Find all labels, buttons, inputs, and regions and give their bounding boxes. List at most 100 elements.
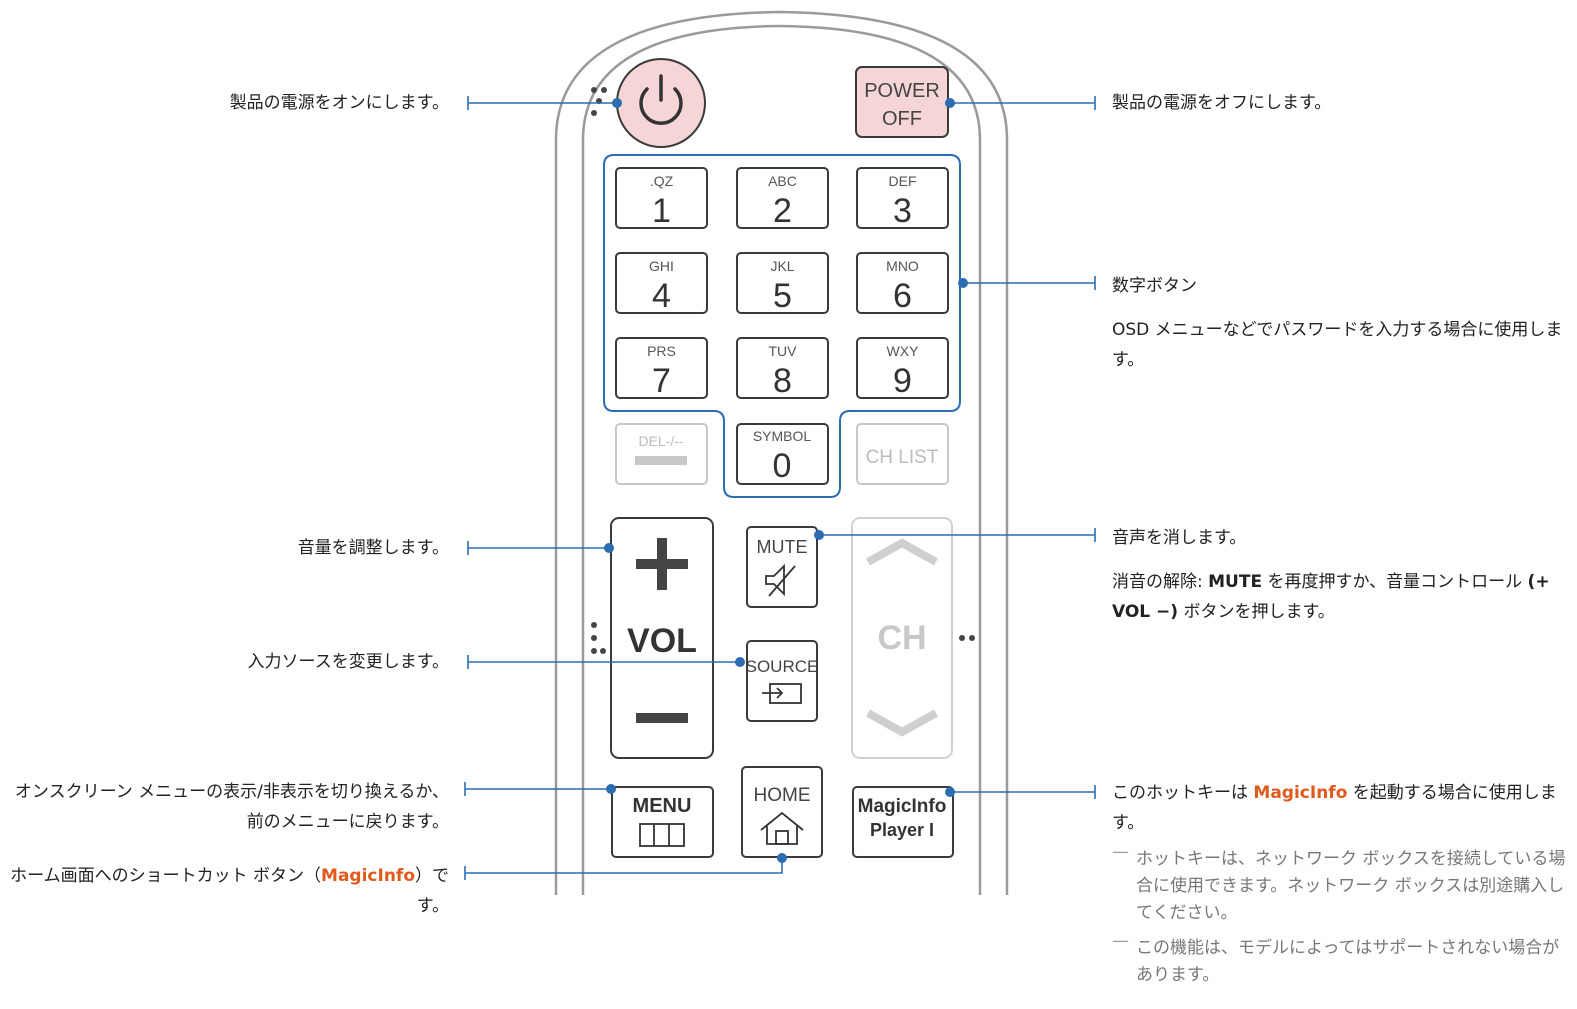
key-2-button[interactable]: ABC 2 [736,167,829,230]
volume-down-icon [636,713,688,723]
mute-title: 音声を消します。 [1112,528,1247,548]
key-5-digit: 5 [773,277,792,315]
volume-up-icon [636,538,688,590]
del-label: DEL-/-- [638,433,683,449]
mute-desc: 消音の解除: MUTE を再度押すか、音量コントロール (+ VOL −) ボタ… [1112,567,1567,627]
key-7-letters: PRS [647,343,676,359]
power-off-button[interactable]: POWER OFF [855,66,949,138]
magicinfo-text-a: このホットキーは [1112,783,1254,803]
key-9-letters: WXY [887,343,920,359]
callout-dots [604,98,968,863]
magicinfo-note-1: ホットキーは、ネットワーク ボックスを接続している場合に使用できます。ネットワー… [1112,839,1567,927]
magicinfo-player-button[interactable]: MagicInfo Player I [852,786,954,858]
power-on-button[interactable] [616,58,706,148]
key-0-button[interactable]: SYMBOL 0 [736,423,829,485]
magicinfo-text-accent: MagicInfo [1253,783,1348,803]
volume-text: 音量を調整します。 [297,538,449,558]
key-3-button[interactable]: DEF 3 [856,167,949,230]
mute-desc-a: 消音の解除: [1112,572,1209,592]
key-7-button[interactable]: PRS 7 [615,337,708,400]
magicinfo-label-1: MagicInfo [858,796,947,817]
power-off-label-1: POWER [864,80,940,102]
key-0-digit: 0 [773,447,792,485]
annotation-magicinfo: このホットキーは MagicInfo を起動する場合に使用します。 ホットキーは… [1112,778,1567,995]
magicinfo-text-b: を起動する場合に使用します。 [1112,783,1557,833]
input-source-icon [762,683,802,704]
power-icon [639,74,683,126]
home-text-b: ）です。 [415,866,449,916]
vol-label: VOL [627,622,697,660]
key-8-letters: TUV [769,343,798,359]
key-5-button[interactable]: JKL 5 [736,252,829,315]
source-button[interactable]: SOURCE [746,640,819,722]
key-7-digit: 7 [652,362,671,400]
magicinfo-note-2: この機能は、モデルによってはサポートされない場合があります。 [1112,928,1567,989]
source-label: SOURCE [746,657,819,676]
indicator-dots [591,87,975,654]
annotation-mute: 音声を消します。 消音の解除: MUTE を再度押すか、音量コントロール (+ … [1112,523,1567,641]
key-1-digit: 1 [652,192,671,230]
channel-down-icon [866,709,938,737]
key-4-letters: GHI [649,258,674,274]
callout-home [465,858,783,874]
annotation-source: 入力ソースを変更します。 [89,650,449,674]
key-2-letters: ABC [768,173,797,189]
menu-button[interactable]: MENU [611,786,714,858]
annotation-numeric: 数字ボタン OSD メニューなどでパスワードを入力する場合に使用します。 [1112,271,1567,389]
home-icon [760,811,804,845]
key-3-letters: DEF [889,173,917,189]
key-4-digit: 4 [652,277,671,315]
key-1-button[interactable]: .QZ 1 [615,167,708,230]
key-9-button[interactable]: WXY 9 [856,337,949,400]
mute-button[interactable]: MUTE [746,526,818,608]
key-6-letters: MNO [886,258,919,274]
numeric-keypad-highlight [603,154,961,498]
annotation-menu: オンスクリーン メニューの表示/非表示を切り換えるか、前のメニューに戻ります。 [4,777,449,837]
key-2-digit: 2 [773,192,792,230]
annotation-home: ホーム画面へのショートカット ボタン（MagicInfo）です。 [4,861,449,921]
key-8-button[interactable]: TUV 8 [736,337,829,400]
key-3-digit: 3 [893,192,912,230]
mute-desc-b: を再度押すか、音量コントロール [1262,572,1528,592]
power-on-text: 製品の電源をオンにします。 [229,93,449,113]
key-4-button[interactable]: GHI 4 [615,252,708,315]
ch-list-button[interactable]: CH LIST [856,423,949,485]
annotation-power-off: 製品の電源をオフにします。 [1112,91,1567,115]
source-text: 入力ソースを変更します。 [247,652,449,672]
key-6-digit: 6 [893,277,912,315]
magicinfo-desc: このホットキーは MagicInfo を起動する場合に使用します。 [1112,778,1567,838]
menu-grid-icon [639,823,685,847]
home-button[interactable]: HOME [741,766,823,858]
key-9-digit: 9 [893,362,912,400]
annotation-power-on: 製品の電源をオンにします。 [89,91,449,115]
channel-rocker[interactable]: CH [851,517,953,759]
ch-list-label: CH LIST [866,447,939,468]
numeric-desc: OSD メニューなどでパスワードを入力する場合に使用します。 [1112,320,1563,370]
annotation-volume: 音量を調整します。 [89,536,449,560]
home-label: HOME [754,785,811,806]
power-off-label-2: OFF [882,108,922,130]
magicinfo-label-2: Player I [870,820,934,840]
mute-icon [765,563,796,597]
key-8-digit: 8 [773,362,792,400]
numeric-title: 数字ボタン [1112,276,1197,296]
menu-label: MENU [633,795,692,817]
key-6-button[interactable]: MNO 6 [856,252,949,315]
key-0-letters: SYMBOL [753,428,812,444]
mute-desc-bold2: (+ VOL −) [1112,572,1550,622]
power-off-text: 製品の電源をオフにします。 [1112,93,1332,113]
mute-desc-c: ボタンを押します。 [1178,602,1335,622]
key-1-letters: .QZ [650,173,674,189]
mute-desc-bold1: MUTE [1208,572,1263,592]
ch-label: CH [877,619,926,657]
home-text-accent: MagicInfo [321,866,415,886]
mute-label: MUTE [757,537,808,557]
volume-rocker[interactable]: VOL [610,517,714,759]
key-5-letters: JKL [770,258,794,274]
menu-text: オンスクリーン メニューの表示/非表示を切り換えるか、前のメニューに戻ります。 [14,782,449,832]
del-button[interactable]: DEL-/-- [615,423,708,485]
remote-body [554,10,1009,895]
channel-up-icon [866,538,938,566]
